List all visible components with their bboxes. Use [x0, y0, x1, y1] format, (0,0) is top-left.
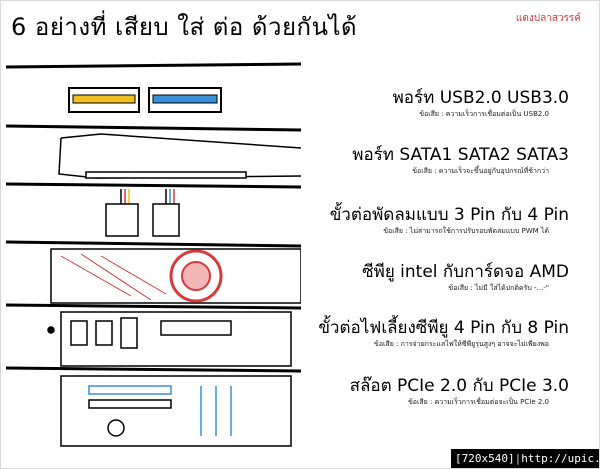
row-note: ข้อเสีย : ความเร็วการเชื่อมต่อเป็น USB2.…	[419, 110, 549, 118]
row-title: พอร์ท USB2.0 USB3.0	[392, 88, 569, 108]
row-sata: พอร์ท SATA1 SATA2 SATA3 ข้อเสีย : ความเร…	[352, 144, 569, 177]
row-title: สล๊อต PCIe 2.0 กับ PCIe 3.0	[349, 376, 569, 396]
row-note: ข้อเสีย : ไม่สามารถใช้การปรับรอบพัดลมแบบ…	[383, 227, 549, 235]
row-cpu-gpu: ซีพียู intel กับการ์ดจอ AMD ข้อเสีย : ไม…	[362, 261, 569, 294]
image-host-footer: [720x540]|http://upic.me/	[451, 449, 600, 468]
image-size-label: [720x540]	[455, 452, 515, 465]
brand-label: แดงปลาสวรรค์	[515, 13, 581, 24]
row-note: ข้อเสีย : ความเร็วการเชื่อมต่อจะเป็น PCI…	[408, 398, 549, 406]
illustration	[5, 62, 301, 447]
row-usb: พอร์ท USB2.0 USB3.0 ข้อเสีย : ความเร็วกา…	[393, 87, 569, 120]
motherboard-icon	[47, 311, 292, 367]
row-title: พอร์ท SATA1 SATA2 SATA3	[352, 145, 569, 165]
row-cpu-power: ขั้วต่อไฟเลี้ยงซีพียู 4 Pin กับ 8 Pin ข้…	[318, 317, 569, 350]
host-link[interactable]: http://upic.me/	[521, 452, 600, 465]
fan-connector-icon	[105, 189, 180, 237]
row-title: ขั้วต่อไฟเลี้ยงซีพียู 4 Pin กับ 8 Pin	[318, 318, 569, 338]
row-pcie: สล๊อต PCIe 2.0 กับ PCIe 3.0 ข้อเสีย : คว…	[350, 375, 569, 408]
gpu-fan-icon	[50, 248, 301, 304]
row-title: ขั้วต่อพัดลมแบบ 3 Pin กับ 4 Pin	[329, 205, 569, 225]
row-fan: ขั้วต่อพัดลมแบบ 3 Pin กับ 4 Pin ข้อเสีย …	[330, 204, 569, 237]
row-note: ข้อเสีย : การจ่ายกระแสไฟให้ซีพียูรุ่นสูง…	[374, 340, 549, 348]
row-note: ข้อเสีย : ความเร็วจะขึ้นอยู่กับอุปกรณ์ที…	[412, 167, 549, 175]
pcie-slot-icon	[60, 375, 292, 447]
page-title: 6 อย่างที่ เสียบ ใส่ ต่อ ด้วยกันได้	[11, 13, 358, 41]
row-title: ซีพียู intel กับการ์ดจอ AMD	[362, 262, 569, 282]
row-note: ข้อเสีย : ไม่มี ใส่ได้ปกติครับ -...-"	[448, 284, 549, 292]
sata-drive-icon	[58, 133, 301, 179]
usb-port-icon	[68, 87, 222, 113]
